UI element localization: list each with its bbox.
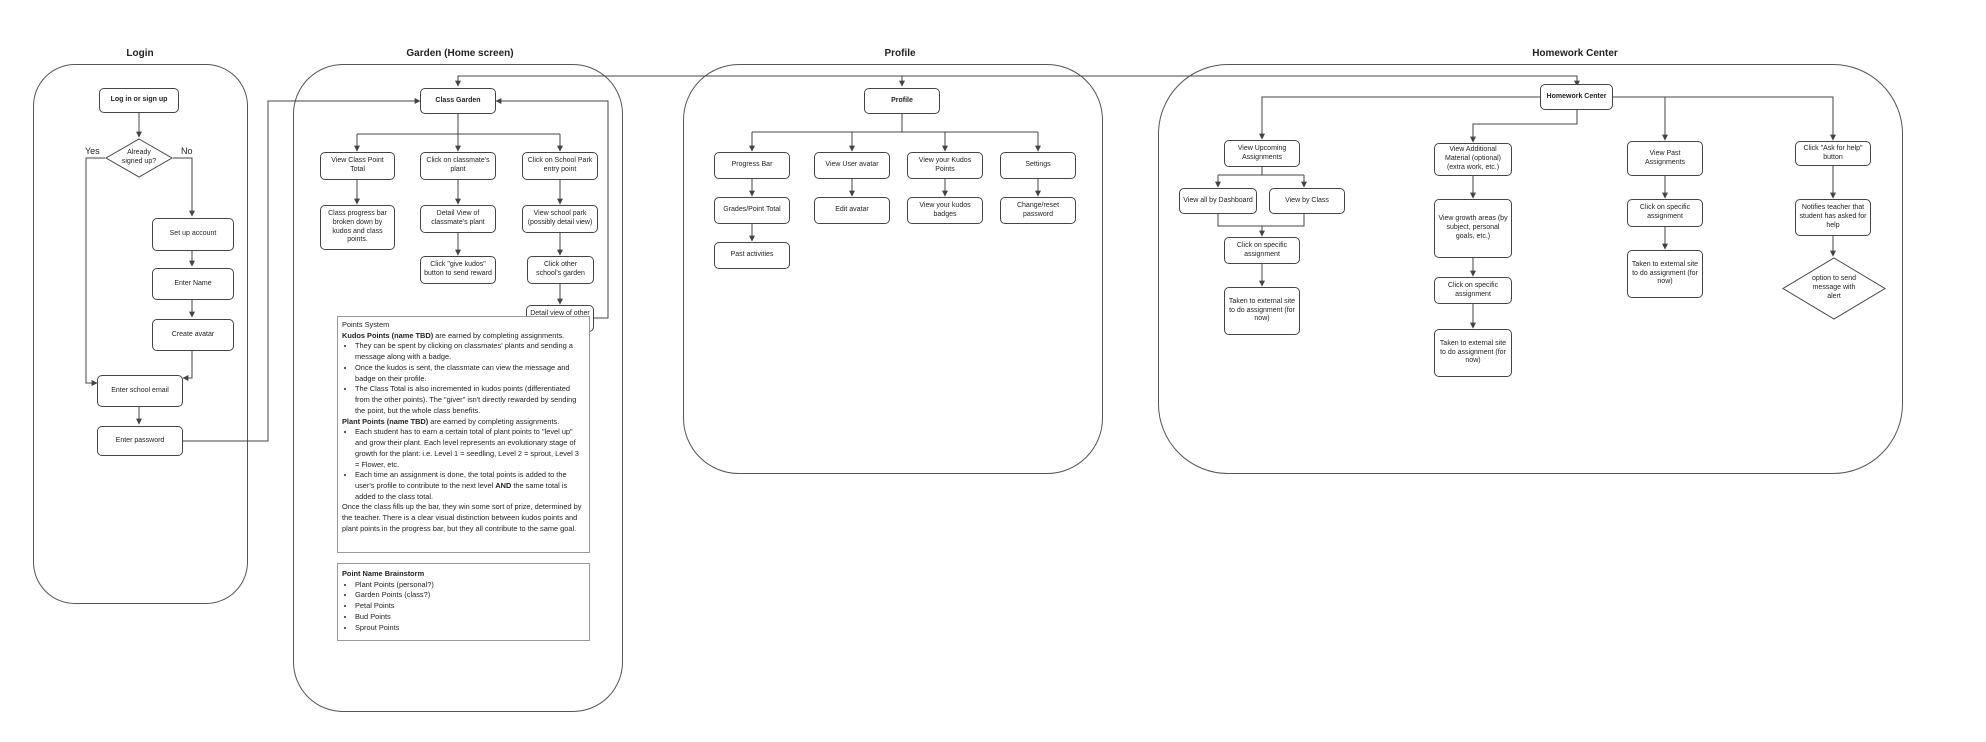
homework-region xyxy=(1158,64,1903,474)
click-specific-assignment-node-2: Click on specific assignment xyxy=(1434,277,1512,304)
class-garden-node: Class Garden xyxy=(420,88,496,114)
ask-for-help-node: Click "Ask for help" button xyxy=(1795,141,1871,166)
click-classmate-plant-node: Click on classmate's plant xyxy=(420,152,496,180)
external-site-node: Taken to external site to do assignment … xyxy=(1224,287,1300,335)
edit-avatar-node: Edit avatar xyxy=(814,197,890,224)
view-class-point-total-node: View Class Point Total xyxy=(320,152,395,180)
view-past-assignments-node: View Past Assignments xyxy=(1627,141,1703,176)
view-all-by-dashboard-node: View all by Dashboard xyxy=(1179,188,1257,214)
change-reset-password-node: Change/reset password xyxy=(1000,197,1076,224)
past-activities-node: Past activities xyxy=(714,242,790,269)
decision-diamond-shape xyxy=(105,138,173,178)
give-kudos-node: Click "give kudos" button to send reward xyxy=(420,256,496,284)
profile-root-node: Profile xyxy=(864,88,940,114)
kudos-points-intro: Kudos Points (name TBD) are earned by co… xyxy=(342,331,585,342)
point-name-brainstorm-note: Point Name Brainstorm Plant Points (pers… xyxy=(337,563,590,641)
already-signed-up-decision: Already signed up? xyxy=(105,138,173,178)
create-avatar-node: Create avatar xyxy=(152,319,234,351)
section-title-login: Login xyxy=(126,48,154,59)
brainstorm-item: Plant Points (personal?) xyxy=(355,580,585,591)
external-site-node-2: Taken to external site to do assignment … xyxy=(1434,329,1512,377)
plant-point-item: Each student has to earn a certain total… xyxy=(355,427,585,470)
points-system-heading: Points System xyxy=(342,320,390,329)
points-closing-text: Once the class fills up the bar, they wi… xyxy=(342,502,582,533)
plant-point-item-part: the same total is added to the class tot… xyxy=(355,481,568,501)
kudos-point-item: The Class Total is also incremented in k… xyxy=(355,384,585,416)
no-label: No xyxy=(181,146,193,156)
yes-label: Yes xyxy=(85,146,100,156)
progress-bar-node: Progress Bar xyxy=(714,152,790,179)
plant-points-intro: Plant Points (name TBD) are earned by co… xyxy=(342,417,585,428)
view-kudos-points-node: View your Kudos Points xyxy=(907,152,983,179)
brainstorm-item: Petal Points xyxy=(355,601,585,612)
view-school-park-node: View school park (possibly detail view) xyxy=(522,205,598,233)
profile-region xyxy=(683,64,1103,474)
kudos-points-title: Kudos Points (name TBD) xyxy=(342,330,434,340)
homework-center-root-node: Homework Center xyxy=(1540,84,1613,110)
notify-teacher-node: Notifies teacher that student has asked … xyxy=(1795,199,1871,236)
enter-password-node: Enter password xyxy=(97,426,183,456)
points-system-note: Points System Kudos Points (name TBD) ar… xyxy=(337,316,590,553)
settings-node: Settings xyxy=(1000,152,1076,179)
school-park-entry-node: Click on School Park entry point xyxy=(522,152,598,180)
view-upcoming-assignments-node: View Upcoming Assignments xyxy=(1224,140,1300,167)
plant-point-item-and: AND xyxy=(495,481,512,491)
kudos-point-item: They can be spent by clicking on classma… xyxy=(355,341,585,362)
kudos-points-list: They can be spent by clicking on classma… xyxy=(342,341,585,416)
click-other-school-garden-node: Click other school's garden xyxy=(527,256,594,284)
decision-label: Already signed up? xyxy=(121,149,157,165)
enter-name-node: Enter Name xyxy=(152,268,234,300)
view-by-class-node: View by Class xyxy=(1269,188,1345,214)
plant-point-item-part: Each time an assignment is done, the tot… xyxy=(355,470,567,491)
login-region xyxy=(33,64,248,604)
plant-points-title: Plant Points (name TBD) xyxy=(342,416,429,426)
enter-school-email-node: Enter school email xyxy=(97,375,183,407)
plant-points-list: Each student has to earn a certain total… xyxy=(342,427,585,502)
login-start-node: Log in or sign up xyxy=(99,88,179,113)
section-title-profile: Profile xyxy=(884,48,916,59)
view-additional-material-node: View Additional Material (optional) (ext… xyxy=(1434,143,1512,176)
garden-region xyxy=(293,64,623,712)
brainstorm-item: Bud Points xyxy=(355,612,585,623)
brainstorm-list: Plant Points (personal?) Garden Points (… xyxy=(342,580,585,634)
view-user-avatar-node: View User avatar xyxy=(814,152,890,179)
section-title-homework: Homework Center xyxy=(1532,48,1618,59)
option-label: option to send message with alert xyxy=(1812,275,1856,300)
classmate-plant-detail-node: Detail View of classmate's plant xyxy=(420,205,496,233)
kudos-points-rest: are earned by completing assignments. xyxy=(433,330,565,340)
view-growth-areas-node: View growth areas (by subject, personal … xyxy=(1434,199,1512,258)
plant-points-rest: are earned by completing assignments. xyxy=(428,416,560,426)
plant-point-item: Each time an assignment is done, the tot… xyxy=(355,470,585,502)
brainstorm-item: Sprout Points xyxy=(355,623,585,634)
section-title-garden: Garden (Home screen) xyxy=(406,48,514,59)
view-kudos-badges-node: View your kudos badges xyxy=(907,197,983,224)
grades-point-total-node: Grades/Point Total xyxy=(714,197,790,224)
class-progress-bar-node: Class progress bar broken down by kudos … xyxy=(320,205,395,250)
brainstorm-heading: Point Name Brainstorm xyxy=(342,569,425,578)
brainstorm-item: Garden Points (class?) xyxy=(355,590,585,601)
external-site-node-3: Taken to external site to do assignment … xyxy=(1627,250,1703,298)
click-specific-assignment-node: Click on specific assignment xyxy=(1224,237,1300,264)
send-message-option-decision: option to send message with alert xyxy=(1782,257,1886,320)
option-diamond-shape xyxy=(1782,257,1886,320)
click-specific-assignment-node-3: Click on specific assignment xyxy=(1627,199,1703,227)
kudos-point-item: Once the kudos is sent, the classmate ca… xyxy=(355,363,585,384)
set-up-account-node: Set up account xyxy=(152,218,234,251)
